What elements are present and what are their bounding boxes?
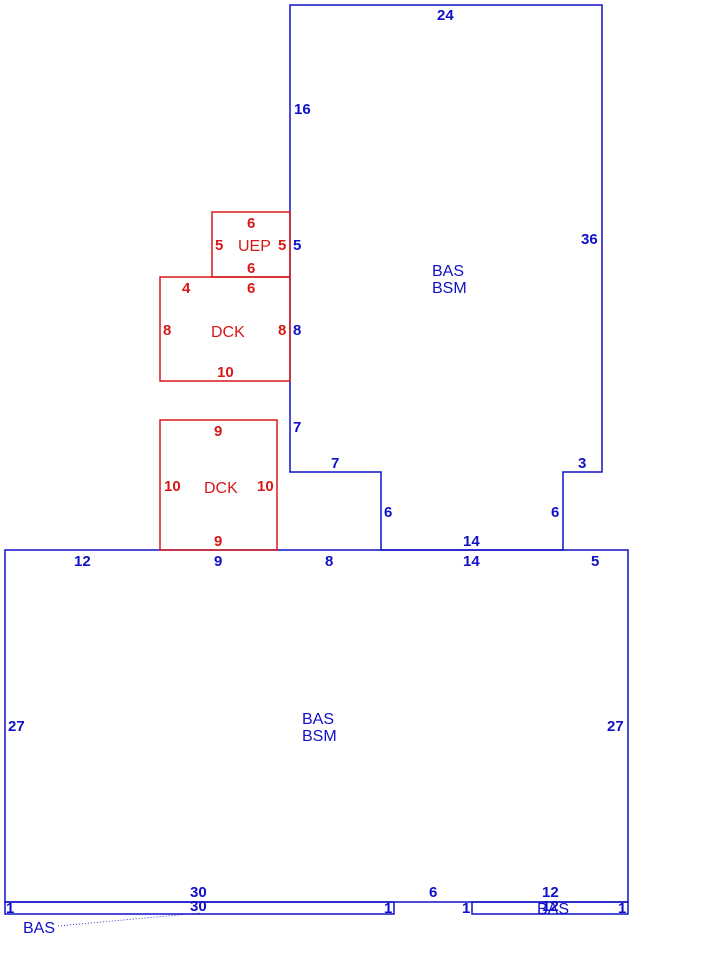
dck-lower-outline bbox=[159, 419, 278, 551]
dim-lower-top-d: 14 bbox=[463, 553, 480, 570]
dim-lower-right: 27 bbox=[607, 718, 624, 735]
dim-dck2-bottom: 9 bbox=[214, 533, 222, 550]
dim-upper-notch-right-side: 6 bbox=[551, 504, 559, 521]
dim-upper-notch-left-side: 6 bbox=[384, 504, 392, 521]
dim-lower-bottom-b: 6 bbox=[429, 884, 437, 901]
dim-strip-left-end-l: 1 bbox=[6, 900, 14, 917]
dim-dck2-left: 10 bbox=[164, 478, 181, 495]
dim-lower-left: 27 bbox=[8, 718, 25, 735]
dck-upper-label: DCK bbox=[211, 324, 245, 341]
dim-strip-right-end-l: 1 bbox=[462, 900, 470, 917]
strip-right-label: BAS bbox=[537, 901, 569, 918]
dim-uep-top: 6 bbox=[247, 215, 255, 232]
dim-uep-right: 5 bbox=[278, 237, 286, 254]
dim-lower-top-a: 12 bbox=[74, 553, 91, 570]
dim-dck2-right: 10 bbox=[257, 478, 274, 495]
dim-upper-left-mid-a: 5 bbox=[293, 237, 301, 254]
strip-left-label: BAS bbox=[23, 920, 55, 937]
dck-lower-label: DCK bbox=[204, 480, 238, 497]
dck-upper-outline bbox=[159, 276, 291, 382]
lower-area-label-2: BSM bbox=[302, 728, 337, 745]
dim-upper-notch-left: 7 bbox=[331, 455, 339, 472]
dim-strip-left-bottom: 30 bbox=[190, 898, 207, 915]
dim-lower-bottom-c: 12 bbox=[542, 884, 559, 901]
dim-dck2-top: 9 bbox=[214, 423, 222, 440]
dim-dck1-bottom: 10 bbox=[217, 364, 234, 381]
dim-lower-top-c: 8 bbox=[325, 553, 333, 570]
dim-upper-top: 24 bbox=[437, 7, 454, 24]
dim-uep-left: 5 bbox=[215, 237, 223, 254]
dim-lower-top-e: 5 bbox=[591, 553, 599, 570]
uep-label: UEP bbox=[238, 238, 271, 255]
dim-dck1-top-left: 4 bbox=[182, 280, 191, 297]
dim-uep-bottom: 6 bbox=[247, 260, 255, 277]
strip-left-outline bbox=[4, 901, 395, 915]
strip-right-outline bbox=[471, 901, 629, 915]
dim-upper-notch-right: 3 bbox=[578, 455, 586, 472]
dim-lower-top-b: 9 bbox=[214, 553, 222, 570]
dim-upper-left-mid-b: 8 bbox=[293, 322, 301, 339]
dim-dck1-right: 8 bbox=[278, 322, 286, 339]
dim-strip-right-end-r: 1 bbox=[618, 900, 626, 917]
dim-strip-left-end-r: 1 bbox=[384, 900, 392, 917]
dim-strip-right-bottom: 12 bbox=[542, 898, 559, 915]
dim-upper-left-top: 16 bbox=[294, 101, 311, 118]
lower-area-label-1: BAS bbox=[302, 711, 334, 728]
dim-upper-right: 36 bbox=[581, 231, 598, 248]
upper-area-label-2: BSM bbox=[432, 280, 467, 297]
dim-upper-bottom: 14 bbox=[463, 533, 480, 550]
strip-leader-line bbox=[57, 912, 201, 927]
dim-lower-bottom-a: 30 bbox=[190, 884, 207, 901]
dim-dck1-left: 8 bbox=[163, 322, 171, 339]
upper-area-label-1: BAS bbox=[432, 263, 464, 280]
dim-dck1-top-right: 6 bbox=[247, 280, 255, 297]
dim-upper-left-bottom: 7 bbox=[293, 419, 301, 436]
